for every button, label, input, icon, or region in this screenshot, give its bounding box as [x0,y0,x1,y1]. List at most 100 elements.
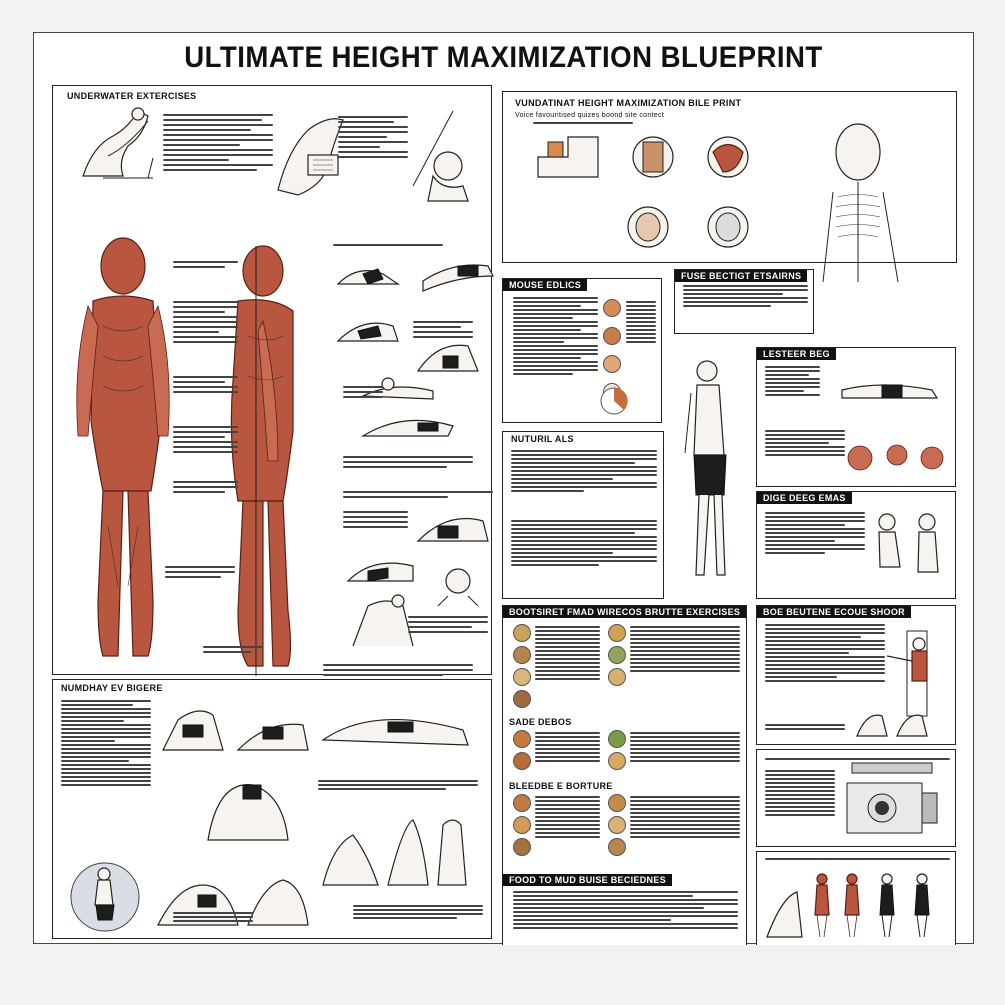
label-block [203,646,263,656]
text-block [343,491,493,501]
posture-comparison-figures [766,873,930,938]
text-block [626,301,656,345]
text-block [413,321,473,341]
text-block [630,626,740,674]
food-icon [608,730,626,748]
label-block [173,481,238,496]
panel-bottom-right-c [756,851,956,945]
hanging-bar-illustration [412,110,469,202]
cobra-stretch [321,719,469,746]
food-icon [608,646,626,664]
plank-figure [841,384,939,399]
panel-top-right: VUNDATINAT HEIGHT MAXIMIZATION BILE PRIN… [502,91,957,283]
stretch-pose-8 [346,562,414,582]
food-icon [513,730,531,748]
text-block [318,780,478,792]
skull-icon-2 [707,206,749,248]
text-block [333,244,443,249]
balance-figure [878,513,939,573]
label-block [165,566,235,581]
text-block [338,116,408,161]
text-block [343,511,408,531]
stretch-pose-6 [360,419,454,437]
stretch-pose-10 [352,594,414,647]
food-icon [513,668,531,686]
text-block [765,858,950,862]
panel-heading: NUMDHAY EV BIGERE [61,683,163,693]
anatomy-side-figure [230,245,294,667]
panel-heading: UNDERWATER EXTERCISES [61,90,203,102]
muscle-detail-icon [707,136,749,178]
text-block [765,624,885,684]
bone-growth-icon [632,136,674,178]
panel-nutrition-chart: MOUSE EDLICS [502,278,662,423]
text-block [513,891,738,931]
panel-heading: VUNDATINAT HEIGHT MAXIMIZATION BILE PRIN… [515,98,742,108]
panel-heading: BOE BEUTENE ECOUE SHOOR [757,606,911,618]
arch-stretch [207,784,289,841]
poster: ULTIMATE HEIGHT MAXIMIZATION BLUEPRINT U… [33,32,974,945]
spine-detail-illustration [277,118,344,196]
panel-natural: NUTURIL ALS [502,431,664,599]
text-block [408,616,488,636]
panel-heading: SADE DEBOS [503,716,578,728]
text-block [765,724,845,732]
circle-illustration [70,862,140,932]
pie-chart-icon [600,387,628,415]
food-icon [513,752,531,770]
food-icon [608,624,626,642]
text-block [683,285,808,309]
text-block [173,912,253,924]
panel-tips: FUSE BECTIGT ETSAIRNS [674,269,814,334]
text-block [535,626,600,682]
floor-stretch-1 [157,884,239,926]
panel-bottom-mid: BOOTSIRET FMAD WIRECOS BRUTTE EXERCISES … [502,605,747,945]
crouch-figures [856,714,928,737]
food-icon [513,624,531,642]
floor-stretch-2 [247,879,309,926]
panel-heading: NUTURIL ALS [511,434,574,444]
panel-bottom-right-b [756,749,956,847]
text-block [765,758,950,762]
text-block [535,796,600,840]
seated-stretch-1 [322,819,467,886]
label-block [173,376,238,396]
panel-heading: FUSE BECTIGT ETSAIRNS [675,270,808,282]
text-block [511,450,657,494]
page-title: ULTIMATE HEIGHT MAXIMIZATION BLUEPRINT [184,41,823,74]
text-block [343,386,383,401]
nutrient-icon [603,299,621,317]
stretch-pose-3 [336,322,399,342]
stretch-pose-7 [416,517,489,542]
text-block [353,905,483,921]
text-block [61,700,151,788]
kneeling-stretch [162,710,224,751]
text-block [765,430,845,458]
text-block [765,366,820,398]
anatomy-front-figure [76,237,170,657]
skull-icon [627,206,669,248]
food-icon [513,646,531,664]
stretch-pose-4 [416,344,479,372]
text-block [533,122,633,126]
panel-heading: FOOD TO MUD BUISE BECIEDNES [503,874,672,886]
stretch-pose-1 [336,268,400,285]
panel-right-b: DIGE DEEG EMAS [756,491,956,599]
text-block [765,770,835,818]
food-icon [513,690,531,708]
stretch-pose-9 [437,568,479,607]
text-block [163,114,273,174]
text-block [511,520,657,568]
text-block [630,796,740,840]
food-icon [608,752,626,770]
lunge-stretch [236,723,309,751]
food-icon [513,838,531,856]
food-icon [513,816,531,834]
nutrient-icon [603,355,621,373]
text-block [535,732,600,764]
text-block [513,297,598,377]
food-icon [513,794,531,812]
label-block [173,426,238,456]
stretch-pose-2 [422,264,494,292]
height-ruler [255,246,257,676]
